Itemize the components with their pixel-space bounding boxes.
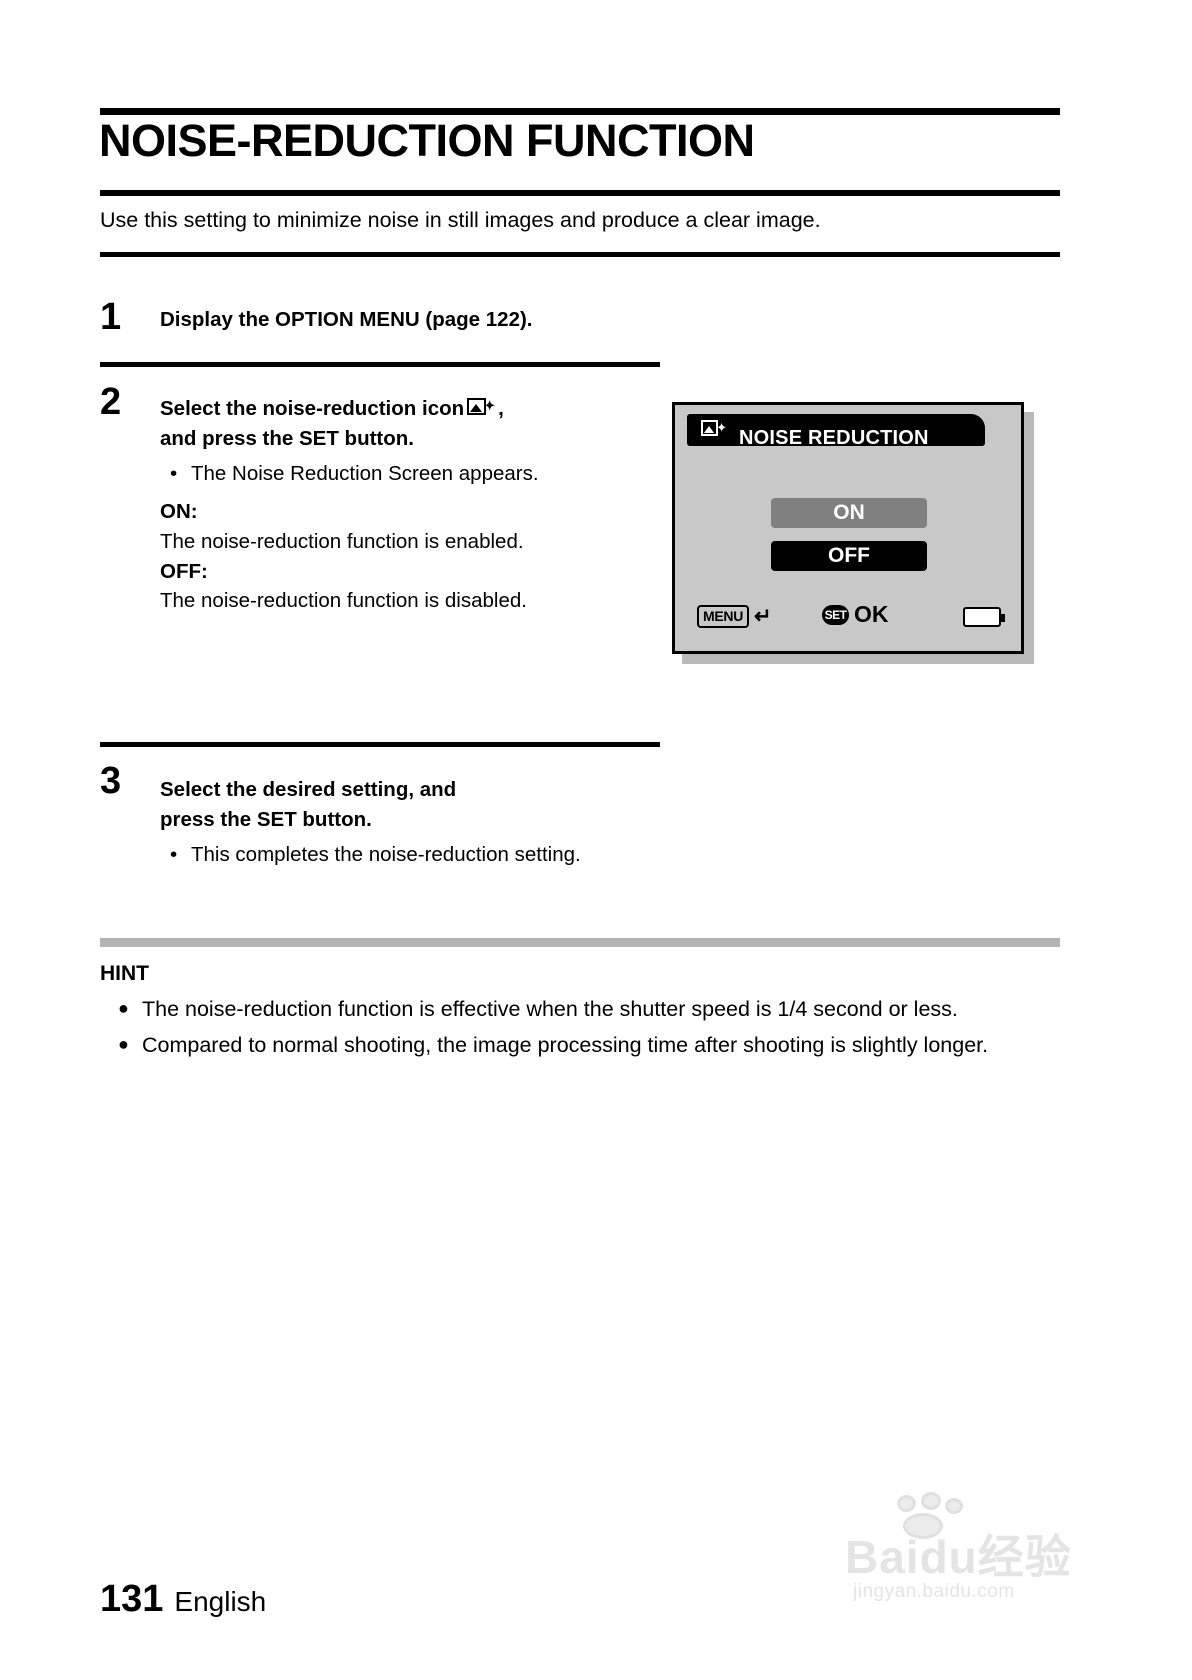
bullet-dot: ● <box>118 998 129 1018</box>
menu-key[interactable]: MENU ↵ <box>697 605 772 628</box>
step-2-rule <box>100 362 660 367</box>
noise-reduction-screen-illustration: ✦ NOISE REDUCTION ON OFF MENU ↵ SET OK <box>672 402 1034 664</box>
lcd-title-bar: ✦ NOISE REDUCTION <box>687 414 985 449</box>
step-3-number: 3 <box>100 760 122 802</box>
paw-icon <box>887 1492 967 1539</box>
watermark: Baidu经验 jingyan.baidu.com <box>845 1492 1115 1605</box>
ok-label: OK <box>854 601 889 627</box>
step-3-bullet-text: This completes the noise-reduction setti… <box>191 843 581 867</box>
step-3-heading-line1: Select the desired setting, and <box>160 778 457 801</box>
set-key[interactable]: SET OK <box>822 601 889 628</box>
hint-item-text: Compared to normal shooting, the image p… <box>142 1033 989 1058</box>
step-2-heading-line1-text: Select the noise-reduction icon <box>160 397 465 420</box>
page-language: English <box>174 1586 267 1617</box>
step-2-bullet-text: The Noise Reduction Screen appears. <box>191 462 539 486</box>
hint-label: HINT <box>100 962 149 985</box>
hint-item-text: The noise-reduction function is effectiv… <box>142 997 958 1021</box>
hint-item: ● Compared to normal shooting, the image… <box>110 1030 1060 1060</box>
title-rule-bottom <box>100 190 1060 196</box>
intro-rule-bottom <box>100 252 1060 257</box>
title-rule-top <box>100 108 1060 115</box>
step-2-heading-line1-comma: , <box>498 397 504 420</box>
hint-list: ● The noise-reduction function is effect… <box>110 994 1060 1066</box>
set-label: SET <box>822 604 849 625</box>
step-3-bullet: • This completes the noise-reduction set… <box>160 840 660 870</box>
step-2-bullet: • The Noise Reduction Screen appears. <box>160 459 650 489</box>
step-2-off-text: The noise-reduction function is disabled… <box>160 589 527 613</box>
noise-reduction-icon: ✦ <box>701 420 727 440</box>
bullet-dot: • <box>170 843 178 867</box>
step-3-content: Select the desired setting, and press th… <box>160 775 660 870</box>
step-1-heading: Display the OPTION MENU (page 122). <box>160 308 533 331</box>
page-number: 131 <box>100 1578 164 1620</box>
hint-item: ● The noise-reduction function is effect… <box>110 994 1060 1024</box>
bullet-dot: ● <box>118 1034 129 1055</box>
step-2-heading-line2: and press the SET button. <box>160 426 414 450</box>
lcd-option-on[interactable]: ON <box>771 498 927 528</box>
lcd-footer-bar: MENU ↵ SET OK <box>675 591 1021 651</box>
step-3-heading-line2: press the SET button. <box>160 807 372 831</box>
page-footer: 131 English <box>100 1578 266 1621</box>
watermark-subtext: jingyan.baidu.com <box>853 1581 1015 1602</box>
battery-icon <box>963 607 1005 627</box>
noise-reduction-icon: ✦ <box>467 398 495 418</box>
menu-label: MENU <box>697 605 750 628</box>
lcd-screen: ✦ NOISE REDUCTION ON OFF MENU ↵ SET OK <box>672 402 1024 654</box>
bullet-dot: • <box>170 462 178 486</box>
step-2-number: 2 <box>100 381 122 423</box>
watermark-text: Baidu经验 <box>845 1531 1072 1583</box>
step-2-heading-line1: Select the noise-reduction icon✦, <box>160 394 650 424</box>
lcd-title-text: NOISE REDUCTION <box>739 427 929 449</box>
hint-divider <box>100 938 1060 947</box>
lcd-option-off[interactable]: OFF <box>771 541 927 571</box>
step-1-number: 1 <box>100 296 122 338</box>
step-2-off-label: OFF: <box>160 559 208 583</box>
step-2-content: Select the noise-reduction icon✦, and pr… <box>160 394 650 616</box>
step-2-on-text: The noise-reduction function is enabled. <box>160 529 524 553</box>
step-3-rule <box>100 742 660 747</box>
return-arrow-icon: ↵ <box>754 604 772 628</box>
intro-text: Use this setting to minimize noise in st… <box>100 208 821 232</box>
step-2-on-label: ON: <box>160 500 198 524</box>
page-title: NOISE-REDUCTION FUNCTION <box>99 115 755 166</box>
